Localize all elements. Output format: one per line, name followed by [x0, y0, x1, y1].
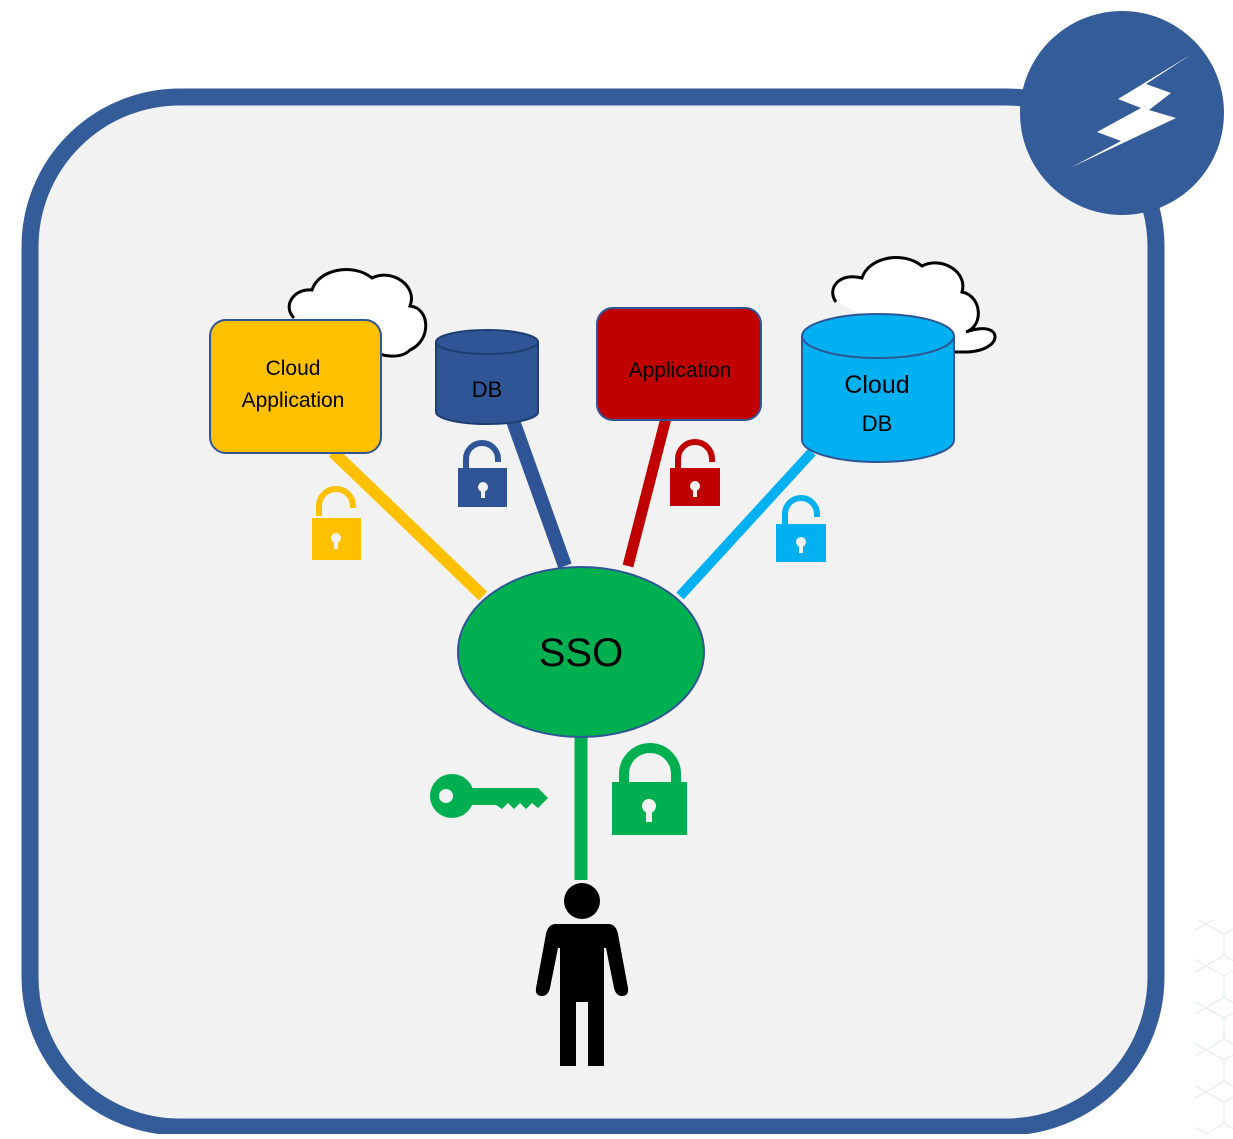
link-cloud-application	[328, 447, 488, 601]
lock-closed-icon	[612, 743, 687, 835]
sso-label: SSO	[539, 631, 623, 675]
cloud-db-label-line2: DB	[862, 411, 893, 436]
link-application	[622, 416, 672, 568]
link-db	[505, 415, 572, 569]
link-cloud-db	[676, 448, 816, 600]
cloud-application-label-line1: Cloud	[266, 357, 321, 380]
cloud-db-label-line1: Cloud	[844, 371, 909, 399]
cloud-icon	[287, 268, 428, 358]
cloud-application-label-line2: Application	[242, 389, 345, 412]
lock-open-icon	[776, 495, 826, 562]
key-icon	[430, 774, 548, 818]
db-label: DB	[472, 377, 503, 402]
cloud-icon	[831, 256, 997, 354]
hex-pattern-decoration	[1195, 920, 1233, 1134]
lightning-badge	[1020, 11, 1224, 215]
application-node: Application	[596, 307, 762, 421]
person-icon	[535, 883, 629, 1066]
lock-open-icon	[670, 439, 720, 506]
db-node: DB	[435, 329, 539, 425]
sso-node: SSO	[457, 566, 705, 738]
lock-open-icon	[312, 486, 361, 560]
application-label: Application	[629, 359, 732, 382]
lock-open-icon	[458, 440, 507, 507]
cloud-db-node: Cloud DB	[801, 313, 955, 463]
cloud-application-node: Cloud Application	[209, 319, 382, 454]
